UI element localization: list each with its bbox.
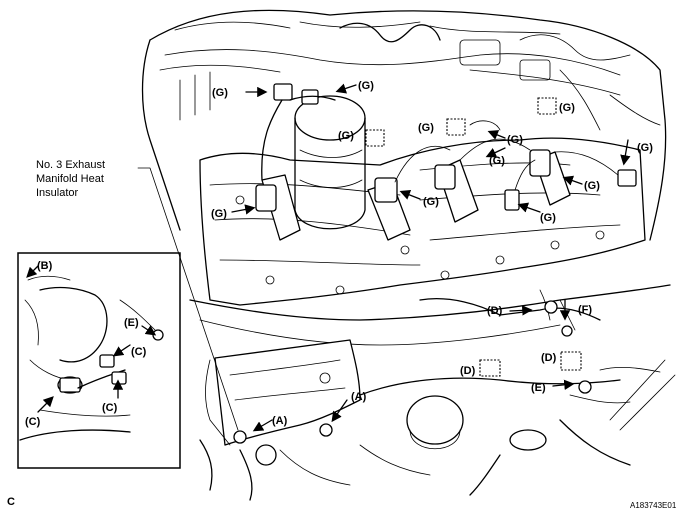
arrow-g-4	[399, 189, 421, 200]
engine-line-art	[141, 9, 676, 501]
label-a: (A)	[351, 391, 367, 403]
caption-line-1: No. 3 Exhaust	[36, 159, 105, 171]
label-g: (G)	[507, 134, 523, 146]
arrow-e-2	[141, 325, 157, 336]
arrow-g-6	[487, 130, 506, 140]
arrow-b	[26, 265, 39, 278]
label-g: (G)	[559, 102, 575, 114]
label-g: (G)	[338, 130, 354, 142]
arrow-g-3	[231, 204, 256, 215]
caption-line-2: Manifold Heat	[36, 173, 104, 185]
label-g: (G)	[211, 208, 227, 220]
label-b: (B)	[37, 260, 53, 272]
detail-inset	[17, 252, 181, 469]
arrow-e-1	[552, 379, 575, 390]
label-e: (E)	[531, 382, 546, 394]
arrow-g-2	[335, 83, 357, 94]
arrow-a-2	[331, 399, 348, 423]
label-g: (G)	[212, 87, 228, 99]
label-g: (G)	[637, 142, 653, 154]
label-g: (G)	[540, 212, 556, 224]
label-f: (F)	[578, 304, 592, 316]
corner-letter: C	[7, 496, 15, 508]
caption-line-3: Insulator	[36, 187, 79, 199]
arrow-g-7	[517, 202, 541, 213]
caption-leader-line	[137, 167, 239, 431]
arrow-g-9	[620, 139, 631, 166]
label-a: (A)	[272, 415, 288, 427]
arrow-d-1	[509, 305, 533, 316]
label-g: (G)	[423, 196, 439, 208]
arrow-c-1	[112, 344, 131, 357]
callout-labels: (G) (G) (G) (G) (G) (G) (G) (G) (G) (G) …	[25, 80, 653, 428]
caption: No. 3 Exhaust Manifold Heat Insulator	[36, 159, 105, 199]
arrow-c-3	[37, 396, 54, 413]
label-d: (D)	[541, 352, 557, 364]
arrow-g-8	[562, 175, 583, 186]
label-g: (G)	[489, 155, 505, 167]
label-c: (C)	[25, 416, 41, 428]
label-c: (C)	[102, 402, 118, 414]
label-g: (G)	[358, 80, 374, 92]
figure-id: A183743E01	[630, 501, 677, 510]
arrow-a-1	[252, 419, 273, 432]
label-d: (D)	[487, 305, 503, 317]
label-g: (G)	[584, 180, 600, 192]
label-c: (C)	[131, 346, 147, 358]
label-d: (D)	[460, 365, 476, 377]
label-g: (G)	[418, 122, 434, 134]
callout-arrows	[26, 83, 631, 432]
label-e: (E)	[124, 317, 139, 329]
arrow-g-5	[485, 147, 506, 158]
